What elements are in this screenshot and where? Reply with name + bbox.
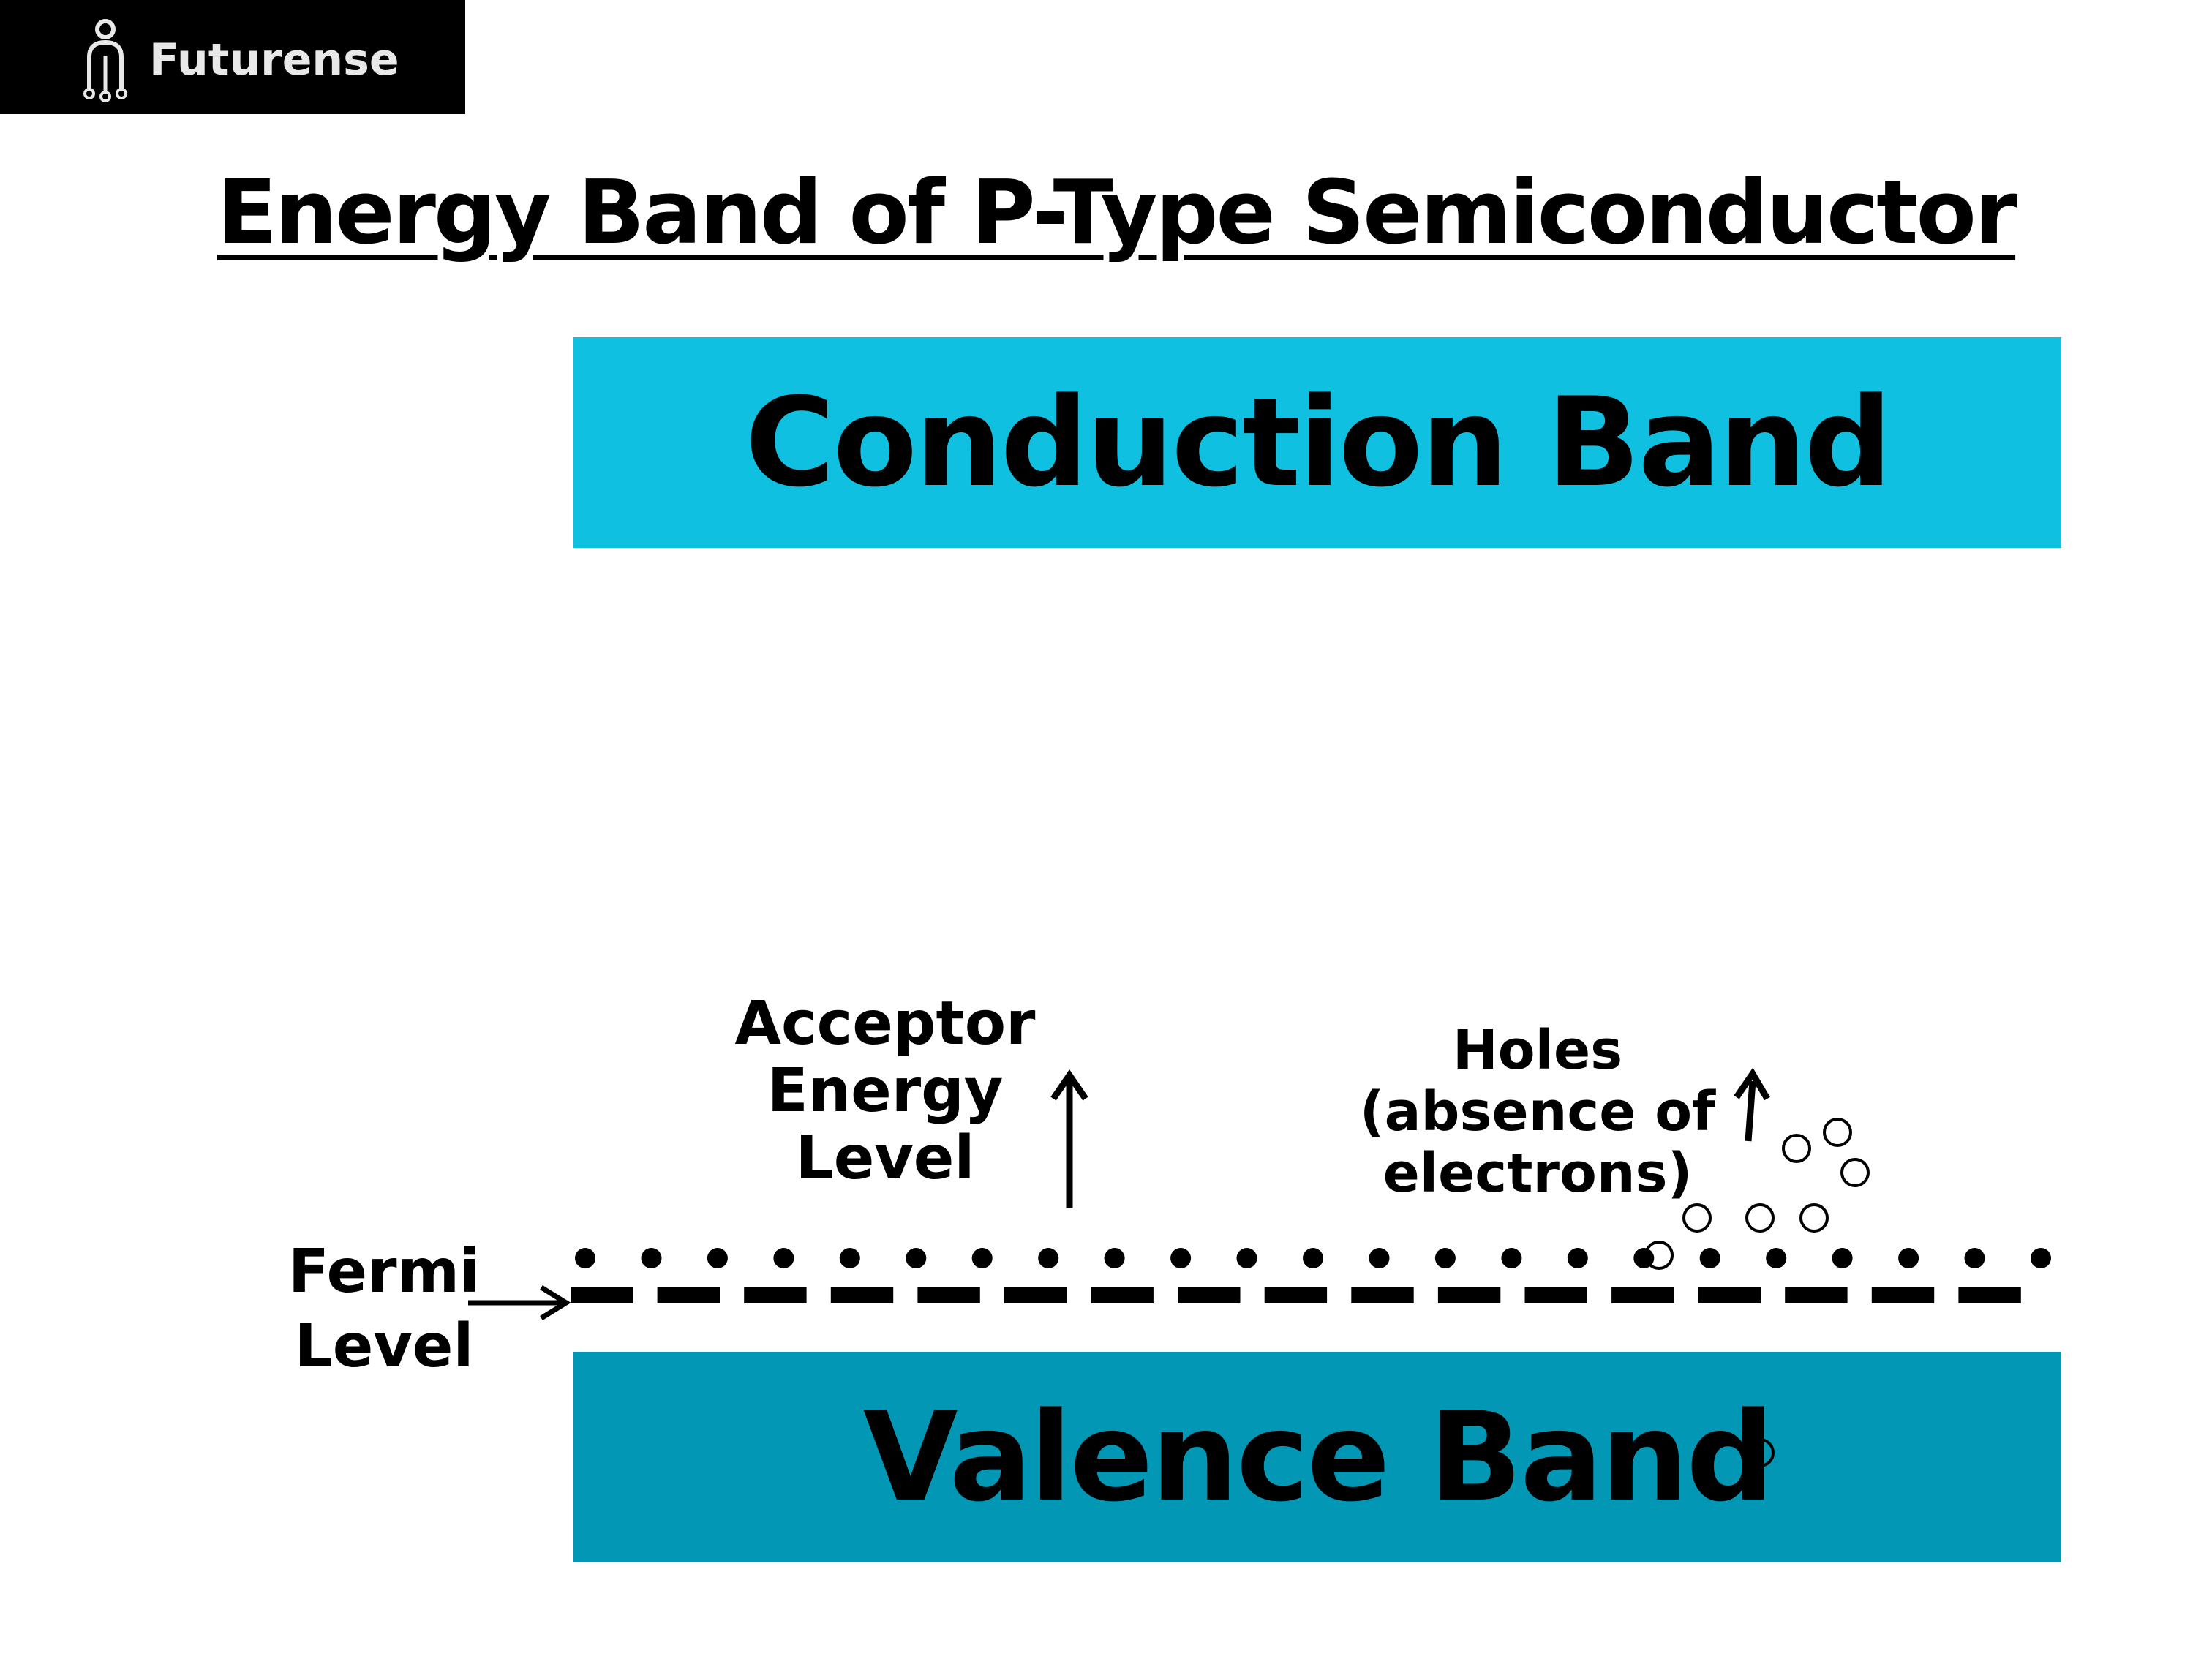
conduction-band: Conduction Band — [573, 337, 2061, 548]
hole-circle-icon — [1782, 1134, 1811, 1163]
acceptor-level-dash — [1785, 1287, 1848, 1304]
fermi-arrow-icon — [468, 1285, 571, 1320]
hole-circle-icon — [1799, 1203, 1829, 1233]
electron-dot-icon — [773, 1248, 794, 1268]
electron-dot-icon — [1832, 1248, 1853, 1268]
acceptor-label-line: Energy — [767, 1056, 1004, 1126]
acceptor-level-dash — [744, 1287, 807, 1304]
electron-dot-icon — [906, 1248, 927, 1268]
valence-hole-icon — [1745, 1438, 1775, 1467]
acceptor-level-dash — [1611, 1287, 1674, 1304]
holes-label-line: electrons) — [1382, 1142, 1693, 1205]
acceptor-level-dash — [1524, 1287, 1587, 1304]
acceptor-level-dash — [1351, 1287, 1414, 1304]
holes-label: Holes (absence of electrons) — [1347, 1020, 1728, 1204]
fermi-label-line: Level — [294, 1312, 474, 1381]
acceptor-label-line: Level — [795, 1124, 975, 1193]
acceptor-level-dash — [917, 1287, 980, 1304]
fermi-level-dashes — [571, 1287, 2021, 1304]
holes-label-line: Holes — [1452, 1019, 1623, 1082]
acceptor-level-dash — [571, 1287, 633, 1304]
acceptor-label-line: Acceptor — [734, 989, 1036, 1058]
fermi-level-label: Fermi Level — [271, 1235, 497, 1384]
hole-circle-icon — [1644, 1241, 1674, 1270]
valence-band: Valence Band — [573, 1352, 2061, 1562]
electron-dot-icon — [1898, 1248, 1919, 1268]
hole-circle-icon — [1823, 1118, 1852, 1147]
acceptor-level-dash — [1178, 1287, 1241, 1304]
page-title: Energy Band of P-Type Semiconductor — [217, 162, 2017, 264]
electron-dot-icon — [2031, 1248, 2051, 1268]
electron-dot-icon — [1369, 1248, 1390, 1268]
acceptor-level-dash — [1958, 1287, 2021, 1304]
acceptor-level-dash — [1004, 1287, 1067, 1304]
electron-dot-icon — [1038, 1248, 1059, 1268]
valence-band-label: Valence Band — [862, 1385, 1775, 1529]
acceptor-level-dash — [1091, 1287, 1154, 1304]
electron-dot-icon — [707, 1248, 728, 1268]
electron-dot-icon — [641, 1248, 662, 1268]
conduction-band-label: Conduction Band — [745, 371, 1892, 514]
brand-name: Futurense — [149, 34, 399, 86]
acceptor-level-dash — [830, 1287, 894, 1304]
acceptor-level-dash — [657, 1287, 720, 1304]
electron-dot-icon — [1170, 1248, 1192, 1268]
electron-dot-icon — [1236, 1248, 1257, 1268]
electron-dot-icon — [1766, 1248, 1787, 1268]
electron-dot-icon — [575, 1248, 595, 1268]
hole-circle-icon — [1840, 1158, 1870, 1187]
logo-bar: Futurense — [0, 0, 465, 114]
acceptor-level-dash — [1698, 1287, 1761, 1304]
acceptor-arrow-icon — [1050, 1069, 1088, 1208]
electron-dot-icon — [1567, 1248, 1588, 1268]
acceptor-level-dash — [1871, 1287, 1935, 1304]
electron-dot-icon — [1104, 1248, 1125, 1268]
electron-dot-icon — [1501, 1248, 1522, 1268]
holes-label-line: (absence of — [1359, 1080, 1716, 1143]
electron-dot-icon — [1434, 1248, 1456, 1268]
electron-dot-icon — [971, 1248, 993, 1268]
person-circuit-icon — [83, 19, 127, 102]
hole-circle-icon — [1745, 1203, 1775, 1233]
electron-dot-icon — [1699, 1248, 1720, 1268]
acceptor-level-dash — [1437, 1287, 1501, 1304]
electron-dot-icon — [1303, 1248, 1323, 1268]
holes — [1644, 1118, 1870, 1270]
acceptor-level-dash — [1264, 1287, 1328, 1304]
acceptor-electrons — [575, 1248, 2051, 1268]
holes-arrow-icon — [1734, 1067, 1770, 1142]
electron-dot-icon — [1964, 1248, 1985, 1268]
electron-dot-icon — [839, 1248, 860, 1268]
fermi-label-line: Fermi — [287, 1237, 481, 1306]
acceptor-energy-level-label: Acceptor Energy Level — [731, 990, 1039, 1192]
hole-circle-icon — [1682, 1203, 1712, 1233]
